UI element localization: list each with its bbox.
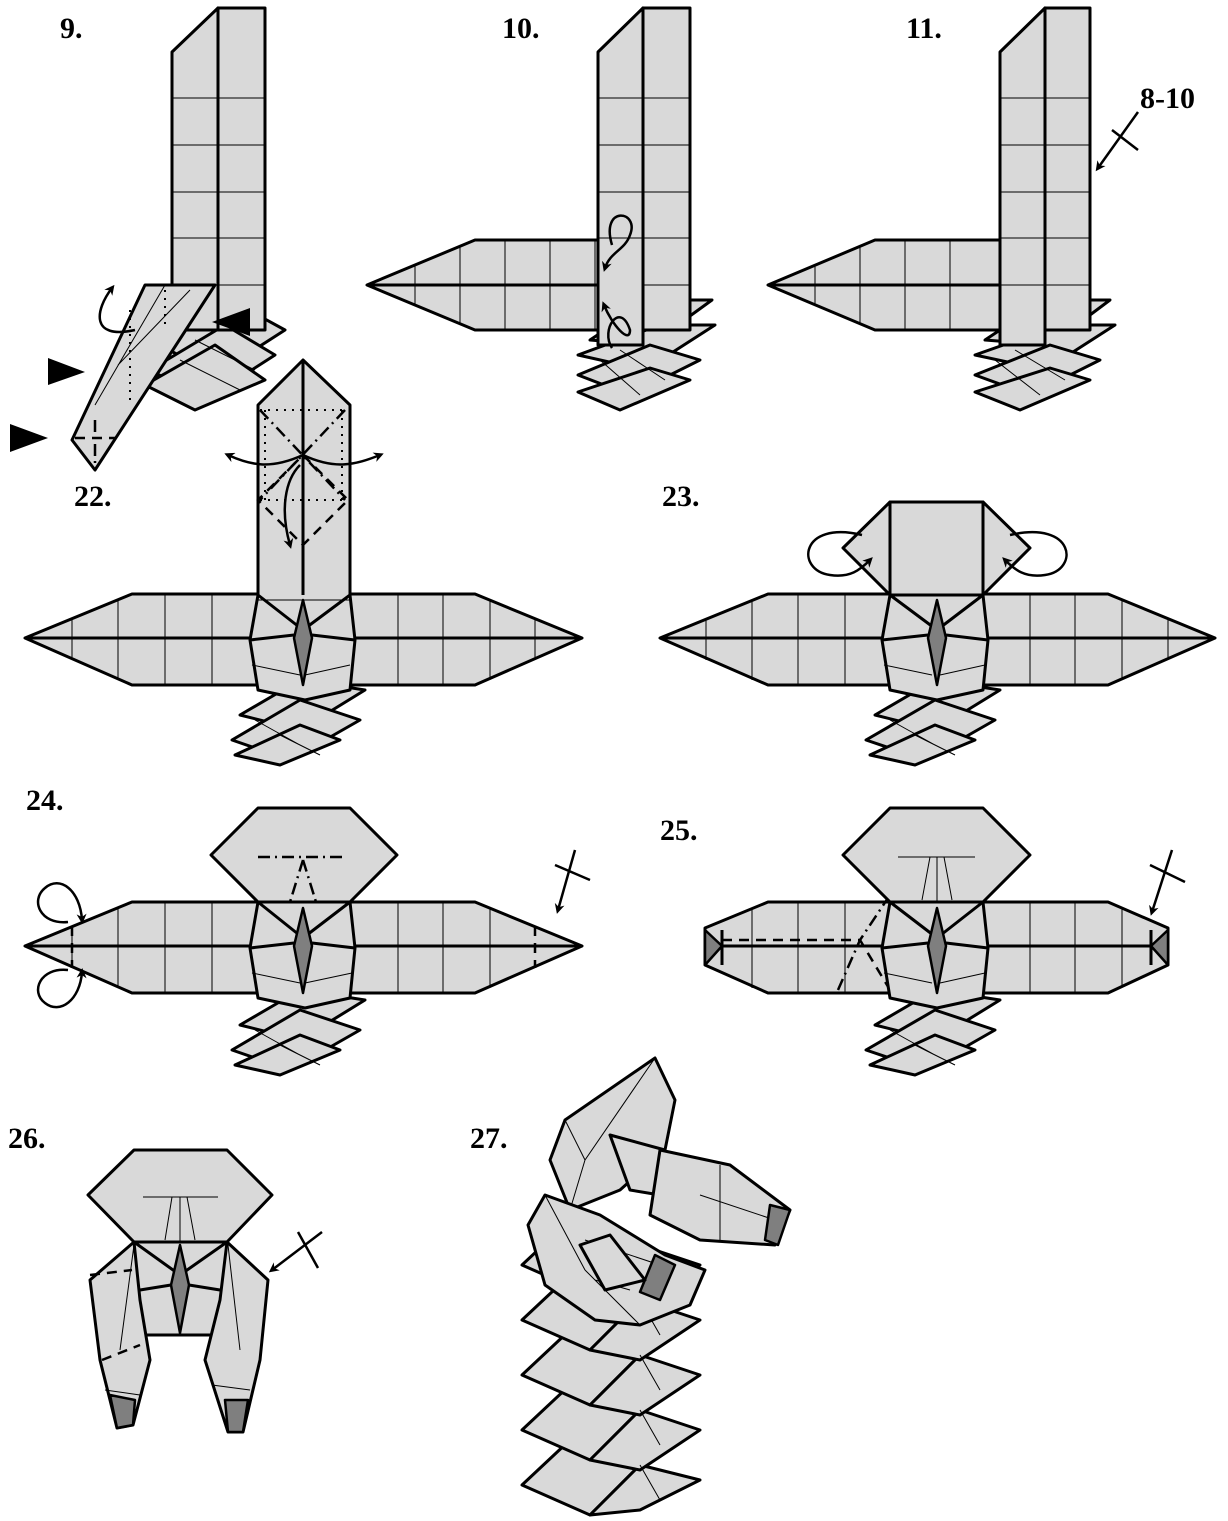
step-label-9: 9. [60,12,83,45]
step-label-10: 10. [502,12,540,45]
step-label-11: 11. [906,12,942,45]
step-27-head [548,1056,677,1212]
step-9-flap [70,283,217,472]
step-25: 25. [660,806,1186,1077]
step-9-fold-arrow [98,284,136,334]
step-25-head [841,806,1032,904]
step-11-column [998,6,1092,347]
step-22-fold-arrow-right [302,452,384,466]
step-24: 24. [23,784,591,1077]
step-10-fold-arrow-top [602,214,633,272]
repeat-behind-arrow-icon [554,849,591,914]
step-23-body [880,593,990,702]
push-arrow-icon [48,358,85,385]
step-23-fold-arrow-right [1002,531,1068,577]
step-label-23: 23. [662,480,700,513]
step-26-head [86,1148,274,1244]
step-label-22: 22. [74,480,112,513]
repeat-behind-arrow-icon [1149,849,1186,916]
step-22-fold-lines [256,409,350,547]
step-10-arm [365,238,642,332]
step-24-fold-arrow-top [36,882,87,924]
step-27-front-arm [526,1193,707,1327]
step-24-fold-arrow-bottom [36,968,87,1009]
step-25-body [880,900,990,1010]
step-22-fold-arrow-down [283,464,301,549]
repeat-behind-arrow-icon [1095,111,1140,172]
push-arrow-icon [212,308,250,336]
push-arrow-icon [10,424,48,452]
step-22-body [248,358,357,702]
step-22-fold-arrow-left [224,452,304,466]
repeat-steps-label: 8-10 [1140,82,1195,115]
step-27: 27. [470,1056,792,1517]
step-label-24: 24. [26,784,64,817]
step-24-head [209,806,399,904]
step-10-fold-arrow-bottom [601,301,632,349]
step-23-fold-arrow-left [807,531,873,577]
step-11: 11. 8-10 [766,6,1195,412]
step-11-arm [766,238,1002,332]
step-26-right-leg [203,1240,270,1434]
step-23-head [841,500,1032,597]
step-9: 9. [10,6,287,472]
step-27-leg [648,1148,792,1247]
repeat-behind-arrow-icon [268,1231,323,1273]
step-24-body [248,900,357,1010]
step-label-25: 25. [660,814,698,847]
step-10-column [596,6,692,347]
step-10: 10. [365,6,717,412]
step-23: 23. [658,480,1217,767]
step-label-26: 26. [8,1122,46,1155]
step-9-column [170,6,267,332]
step-26-left-leg [88,1240,152,1430]
step-26: 26. [8,1122,323,1434]
step-label-27: 27. [470,1122,508,1155]
step-22: 22. [23,358,584,767]
